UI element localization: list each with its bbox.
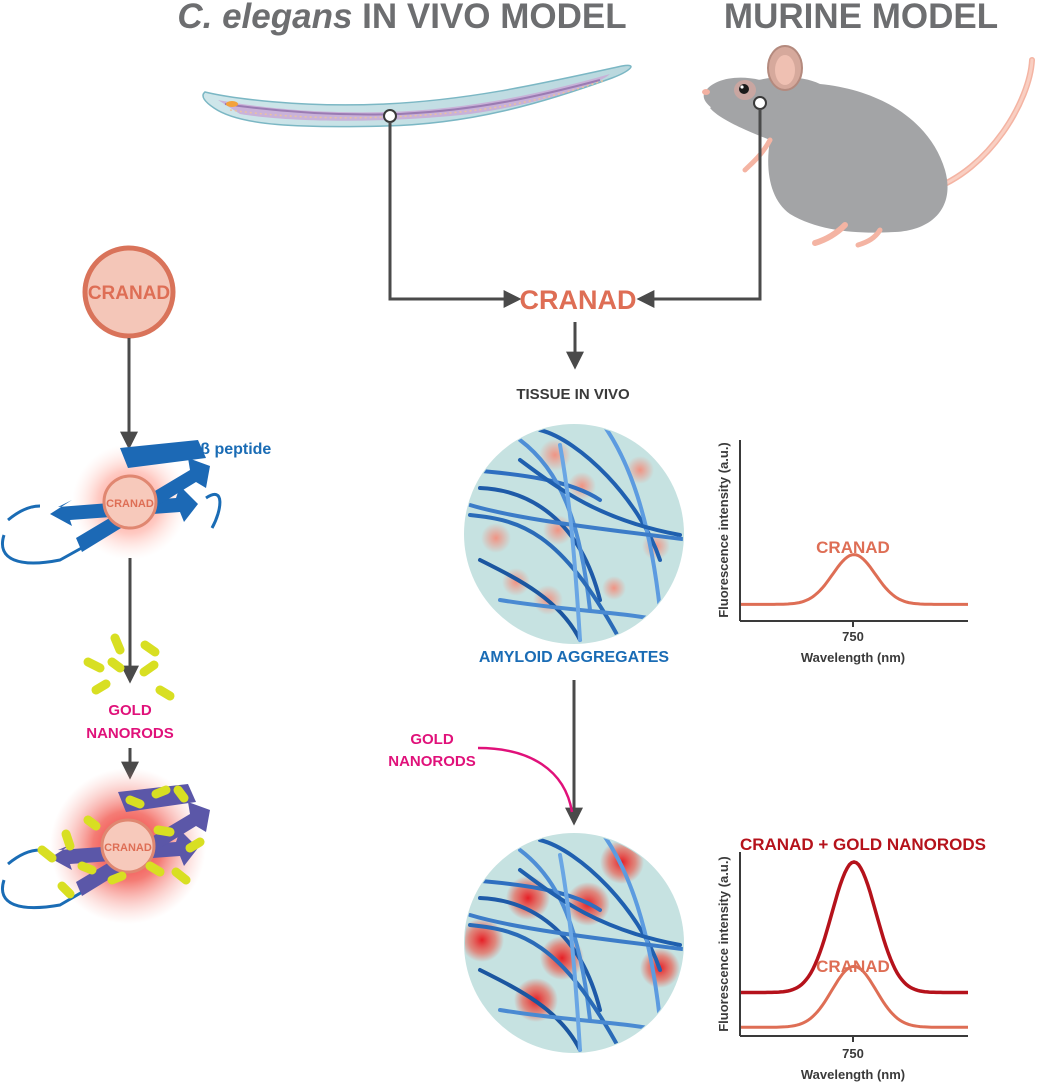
chart-1-x-label: Wavelength (nm) [801,650,905,665]
worm-to-cranad-arrow [388,122,522,308]
worm-illustration [202,64,632,128]
enhanced-complex-illustration: CRANAD [1,768,210,924]
chart-2: 750 Wavelength (nm) Fluorescence intensi… [716,835,986,1082]
title-left-rest: IN VIVO MODEL [352,0,626,36]
left-mechanism: CRANAD Aβ peptide CRANAD GOLD NANORODS [1,245,272,924]
cranad-left-label: CRANAD [88,283,170,304]
chart-2-series-line-1 [740,860,968,995]
chart-2-series-label-cranad: CRANAD [816,957,890,976]
worm-pointer [383,109,397,123]
amyloid-aggregates-label: AMYLOID AGGREGATES [479,649,670,666]
gold-nanorods-left-line1: GOLD [108,702,151,719]
cranad-bound-label: CRANAD [106,498,154,510]
chart-2-tick-label-750: 750 [842,1046,864,1061]
title-right: MURINE MODEL [724,0,998,36]
chart-1-y-label: Fluorescence intensity (a.u.) [716,442,731,618]
chart-1-marks [740,553,968,606]
chart-1-tick-label-750: 750 [842,629,864,644]
gold-nanorods-left-line2: NANORODS [86,725,174,742]
cranad-enhanced-label: CRANAD [104,842,152,854]
peptide-hairpin-illustration: CRANAD [1,440,222,565]
chart-1-series-line-1 [740,553,968,606]
title-left-italic: C. elegans [177,0,352,36]
mouse-pointer [753,96,767,110]
mouse-illustration [702,45,1035,248]
abeta-peptide-label: Aβ peptide [189,441,272,458]
chart-2-series-label-combo: CRANAD + GOLD NANORODS [740,835,986,854]
tissue-label: TISSUE IN VIVO [516,386,630,403]
chart-2-marks [740,860,968,1029]
cranad-center-label: CRANAD [520,285,637,315]
chart-2-x-label: Wavelength (nm) [801,1067,905,1082]
chart-2-y-label: Fluorescence intensity (a.u.) [716,856,731,1032]
gold-nanorods-connector [477,746,574,813]
title-left: C. elegans IN VIVO MODEL [177,0,626,36]
gold-nanorods-icon [83,633,175,701]
gold-nanorods-center-line1: GOLD [410,731,453,748]
enhanced-tissue-illustration [464,833,684,1053]
chart-2-series-line-2 [740,964,968,1029]
gold-nanorods-center-line2: NANORODS [388,753,476,770]
cranad-molecule-icon [82,245,176,339]
chart-1-series-label-cranad: CRANAD [816,538,890,557]
chart-1: 750 Wavelength (nm) Fluorescence intensi… [716,440,968,665]
mouse-to-cranad-arrow [636,109,762,308]
amyloid-tissue-illustration [464,424,684,644]
